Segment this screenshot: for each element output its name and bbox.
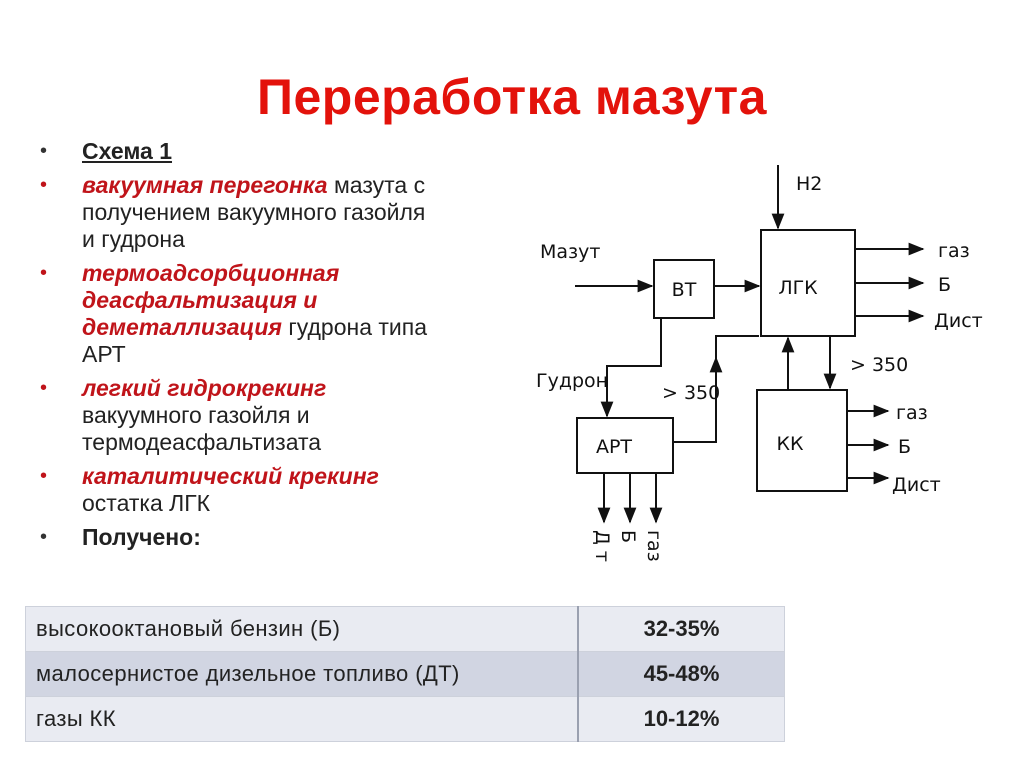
kk-block — [756, 389, 848, 492]
bullet-4-text: остатка ЛГК — [82, 490, 211, 516]
bullet-deasphalting: термоадсорбционная деасфальтизация и дем… — [40, 260, 440, 368]
kk-out-gas-label: газ — [896, 402, 928, 424]
bullet-1-text: мазута с получением вакуумного газойля и… — [82, 172, 426, 252]
art-out-b-label: Б — [617, 530, 639, 543]
art-label: АРТ — [596, 436, 632, 458]
art-out-dt-label: Д т — [591, 530, 613, 562]
bullet-catalytic-cracking: каталитический крекинг остатка ЛГК — [40, 463, 440, 517]
product-yield: 32-35% — [577, 606, 785, 652]
lgk-out-gas-label: газ — [938, 240, 970, 262]
bullet-list: Схема 1 вакуумная перегонка мазута с пол… — [40, 138, 440, 558]
vt-label: ВТ — [672, 279, 697, 301]
lgk-out-b-label: Б — [938, 274, 951, 296]
mazut-label: Мазут — [540, 241, 600, 263]
lgk-return-line — [715, 335, 759, 360]
bullet-1-emphasis: вакуумная перегонка — [82, 172, 328, 198]
table-row: высокооктановый бензин (Б) 32-35% — [25, 606, 785, 652]
table-row: малосернистое дизельное топливо (ДТ) 45-… — [25, 651, 785, 697]
product-yield: 45-48% — [577, 651, 785, 697]
kk-label: КК — [777, 433, 804, 455]
kk-out-dist-label: Дист — [892, 474, 941, 496]
art-to-lgk-line — [673, 356, 723, 443]
gudron-label: Гудрон — [536, 370, 608, 392]
page-title: Переработка мазута — [257, 69, 767, 125]
product-name: газы КК — [25, 696, 579, 742]
bullet-3-text: вакуумного газойля и термодеасфальтизата — [82, 402, 322, 455]
bullet-vacuum-distillation: вакуумная перегонка мазута с получением … — [40, 172, 440, 253]
product-name: высокооктановый бензин (Б) — [25, 606, 579, 652]
bullet-received: Получено: — [40, 524, 440, 551]
art-out-gas-label: газ — [643, 530, 665, 562]
table-row: газы КК 10-12% — [25, 696, 785, 742]
gudron-line — [600, 318, 662, 418]
bullet-2-emphasis: термоадсорбционная деасфальтизация и дем… — [82, 260, 340, 340]
vt-block — [653, 259, 715, 319]
results-table: высокооктановый бензин (Б) 32-35% малосе… — [25, 606, 785, 742]
bullet-3-emphasis: легкий гидрокрекинг — [82, 375, 327, 401]
product-name: малосернистое дизельное топливо (ДТ) — [25, 651, 579, 697]
process-flow-diagram: Мазут Н2 ВТ ЛГК АРТ КК Гудрон > 350 > 35… — [536, 165, 983, 562]
lgk-label: ЛГК — [778, 277, 818, 299]
bullet-hydrocracking: легкий гидрокрекинг вакуумного газойля и… — [40, 375, 440, 456]
art-block — [576, 417, 674, 474]
received-label: Получено: — [82, 524, 201, 550]
product-yield: 10-12% — [577, 696, 785, 742]
h2-label: Н2 — [796, 173, 822, 195]
lgk-out-dist-label: Дист — [934, 310, 983, 332]
scheme-label: Схема 1 — [82, 138, 173, 164]
bullet-scheme: Схема 1 — [40, 138, 440, 165]
bullet-2-text: гудрона типа АРТ — [82, 314, 428, 367]
kk-out-b-label: Б — [898, 436, 911, 458]
gt350-kk-label: > 350 — [850, 354, 908, 376]
gt350-art-label: > 350 — [662, 382, 720, 404]
bullet-4-emphasis: каталитический крекинг — [82, 463, 379, 489]
